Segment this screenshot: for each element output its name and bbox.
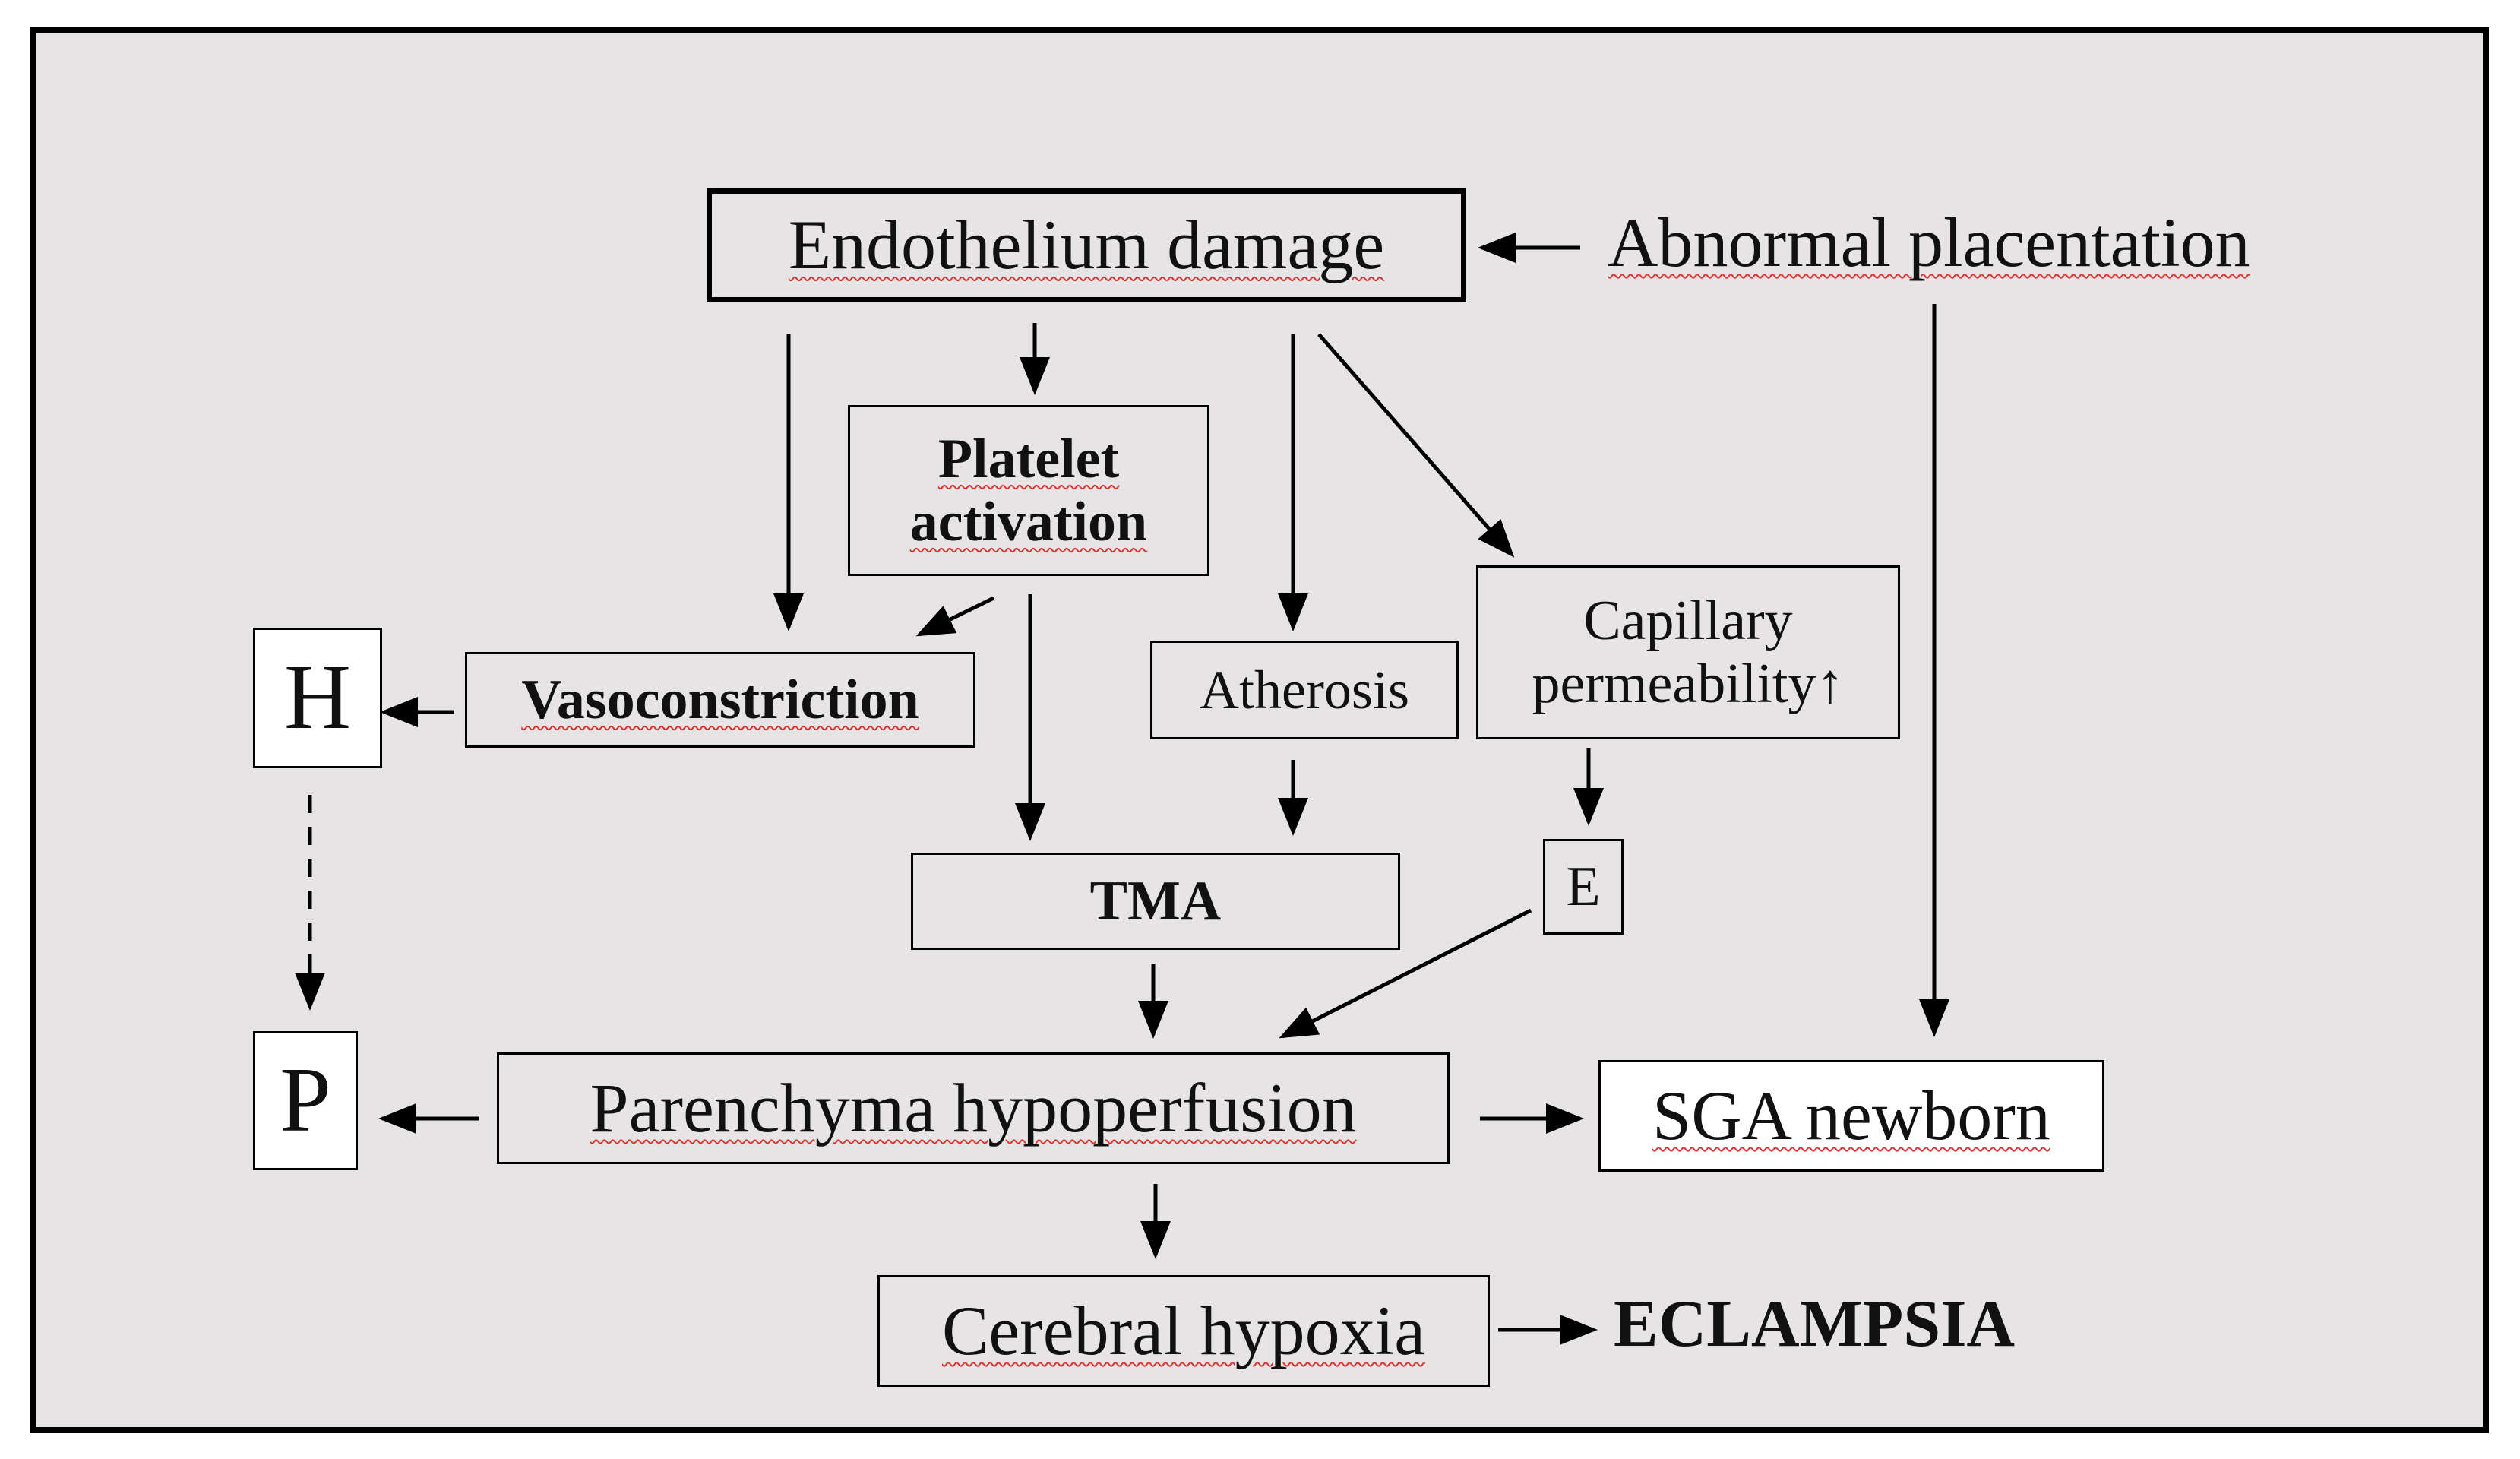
abnormal-placentation-label: Abnormal placentation — [1608, 204, 2250, 281]
parenchyma-hypoperfusion-box: Parenchyma hypoperfusion — [497, 1052, 1450, 1164]
p-box: P — [253, 1031, 358, 1170]
endothelium-damage-box: Endothelium damage — [707, 188, 1466, 302]
atherosis-label: Atherosis — [1200, 659, 1409, 720]
h-label: H — [283, 646, 352, 749]
platelet-label-line2: activation — [909, 490, 1148, 553]
atherosis-box: Atherosis — [1150, 641, 1459, 739]
parenchyma-label: Parenchyma hypoperfusion — [590, 1068, 1357, 1147]
diagram-frame — [30, 27, 2489, 1433]
capillary-permeability-box: Capillary permeability↑ — [1476, 565, 1900, 739]
arrow-endothelium-to-capillary — [1317, 333, 1515, 558]
tma-box: TMA — [911, 853, 1400, 950]
capillary-label-line1: Capillary — [1583, 589, 1793, 652]
cerebral-label: Cerebral hypoxia — [941, 1291, 1426, 1369]
sga-label: SGA newborn — [1652, 1076, 2050, 1154]
arrow-platelet-to-vasoconstriction — [915, 596, 995, 637]
e-label: E — [1566, 855, 1601, 918]
eclampsia-label: ECLAMPSIA — [1614, 1287, 2016, 1361]
capillary-label-line2: permeability↑ — [1532, 652, 1845, 715]
tma-label: TMA — [1089, 869, 1222, 932]
sga-newborn-box: SGA newborn — [1598, 1060, 2104, 1172]
p-label: P — [280, 1049, 331, 1152]
vasoconstriction-label: Vasoconstriction — [521, 668, 919, 731]
h-box: H — [253, 628, 382, 768]
arrow-e-to-parenchyma — [1279, 908, 1532, 1039]
e-box: E — [1543, 839, 1624, 935]
platelet-activation-box: Platelet activation — [848, 405, 1209, 576]
cerebral-hypoxia-box: Cerebral hypoxia — [877, 1275, 1490, 1387]
vasoconstriction-box: Vasoconstriction — [465, 652, 975, 748]
endothelium-damage-label: Endothelium damage — [788, 206, 1385, 284]
platelet-label-line1: Platelet — [937, 427, 1120, 490]
